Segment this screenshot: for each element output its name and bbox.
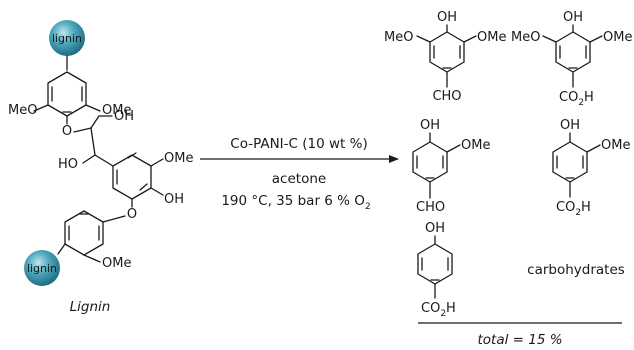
lignin-bead-top-label: lignin xyxy=(52,32,82,45)
vanillic-acid-oh: OH xyxy=(560,118,580,133)
ho-chain-label: HO xyxy=(58,157,78,172)
ether-o-top-label: O xyxy=(62,124,72,139)
product-syringic-acid: OH MeO OMe CO2H xyxy=(511,10,632,108)
catalyst-label: Co-PANI-C (10 wt %) xyxy=(230,136,367,152)
syringic-acid-co2h: CO2H xyxy=(559,90,594,108)
ring-2 xyxy=(112,152,152,200)
lignin-bead-bottom-label: lignin xyxy=(27,262,57,275)
total-yield: total = 15 % xyxy=(477,332,562,348)
bond-meo-left xyxy=(33,104,49,112)
chain-ch2oh xyxy=(90,115,113,129)
ome-ring2-label: OMe xyxy=(164,151,193,166)
chain-alpha xyxy=(90,127,96,156)
syringaldehyde-cho: CHO xyxy=(432,89,461,104)
vanillin-oh: OH xyxy=(420,118,440,133)
vanillic-acid-ome: OMe xyxy=(601,138,630,153)
product-vanillic-acid: OH OMe CO2H xyxy=(552,118,630,218)
lignin-bead-bottom: lignin xyxy=(24,250,60,286)
ome-right-label: OMe xyxy=(102,103,131,118)
temp-pressure-label: 190 °C, 35 bar 6 % O2 xyxy=(221,193,370,212)
lignin-name: Lignin xyxy=(70,299,111,315)
bond-o-beta xyxy=(73,127,92,133)
oh-ring2-label: OH xyxy=(164,192,184,207)
ring-1 xyxy=(47,71,87,117)
ring-3 xyxy=(64,210,104,256)
hydroxybenzoic-acid-co2h: CO2H xyxy=(421,301,456,319)
hydroxybenzoic-acid-oh: OH xyxy=(425,221,445,236)
ether-o-bottom-label: O xyxy=(127,207,137,222)
bond-ome-ring3 xyxy=(83,254,101,263)
lignin-model-structure: lignin MeO OMe O OH HO xyxy=(8,20,193,315)
carbohydrates-label: carbohydrates xyxy=(527,262,625,278)
solvent-label: acetone xyxy=(272,171,326,187)
oh-chain-label: OH xyxy=(114,109,134,124)
syringic-acid-oh: OH xyxy=(563,10,583,25)
product-vanillin: OH OMe CHO xyxy=(412,118,490,215)
bond-ring3-bead xyxy=(57,243,66,255)
syringaldehyde-oh: OH xyxy=(437,10,457,25)
vanillin-cho: CHO xyxy=(416,200,445,215)
bond-ome-right xyxy=(85,104,101,112)
reaction-arrow-group: Co-PANI-C (10 wt %) acetone 190 °C, 35 b… xyxy=(200,136,399,212)
bond-oh-ring2 xyxy=(150,187,164,196)
syringic-acid-ome: OMe xyxy=(603,30,632,45)
product-hydroxybenzoic-acid: OH CO2H xyxy=(417,221,456,319)
vanillic-acid-co2h: CO2H xyxy=(556,200,591,218)
bond-alpha-ring2 xyxy=(94,154,114,167)
bond-ho xyxy=(82,154,96,164)
product-syringaldehyde: OH MeO OMe CHO xyxy=(384,10,506,104)
bond-ome-ring2 xyxy=(150,158,164,167)
syringic-acid-meo: MeO xyxy=(511,30,540,45)
syringaldehyde-ome: OMe xyxy=(477,30,506,45)
lignin-bead-top: lignin xyxy=(49,20,85,56)
syringaldehyde-meo: MeO xyxy=(384,30,413,45)
bond-o-ring3 xyxy=(102,215,126,223)
meo-left-label: MeO xyxy=(8,103,37,118)
ome-ring3-label: OMe xyxy=(102,256,131,271)
vanillin-ome: OMe xyxy=(461,138,490,153)
